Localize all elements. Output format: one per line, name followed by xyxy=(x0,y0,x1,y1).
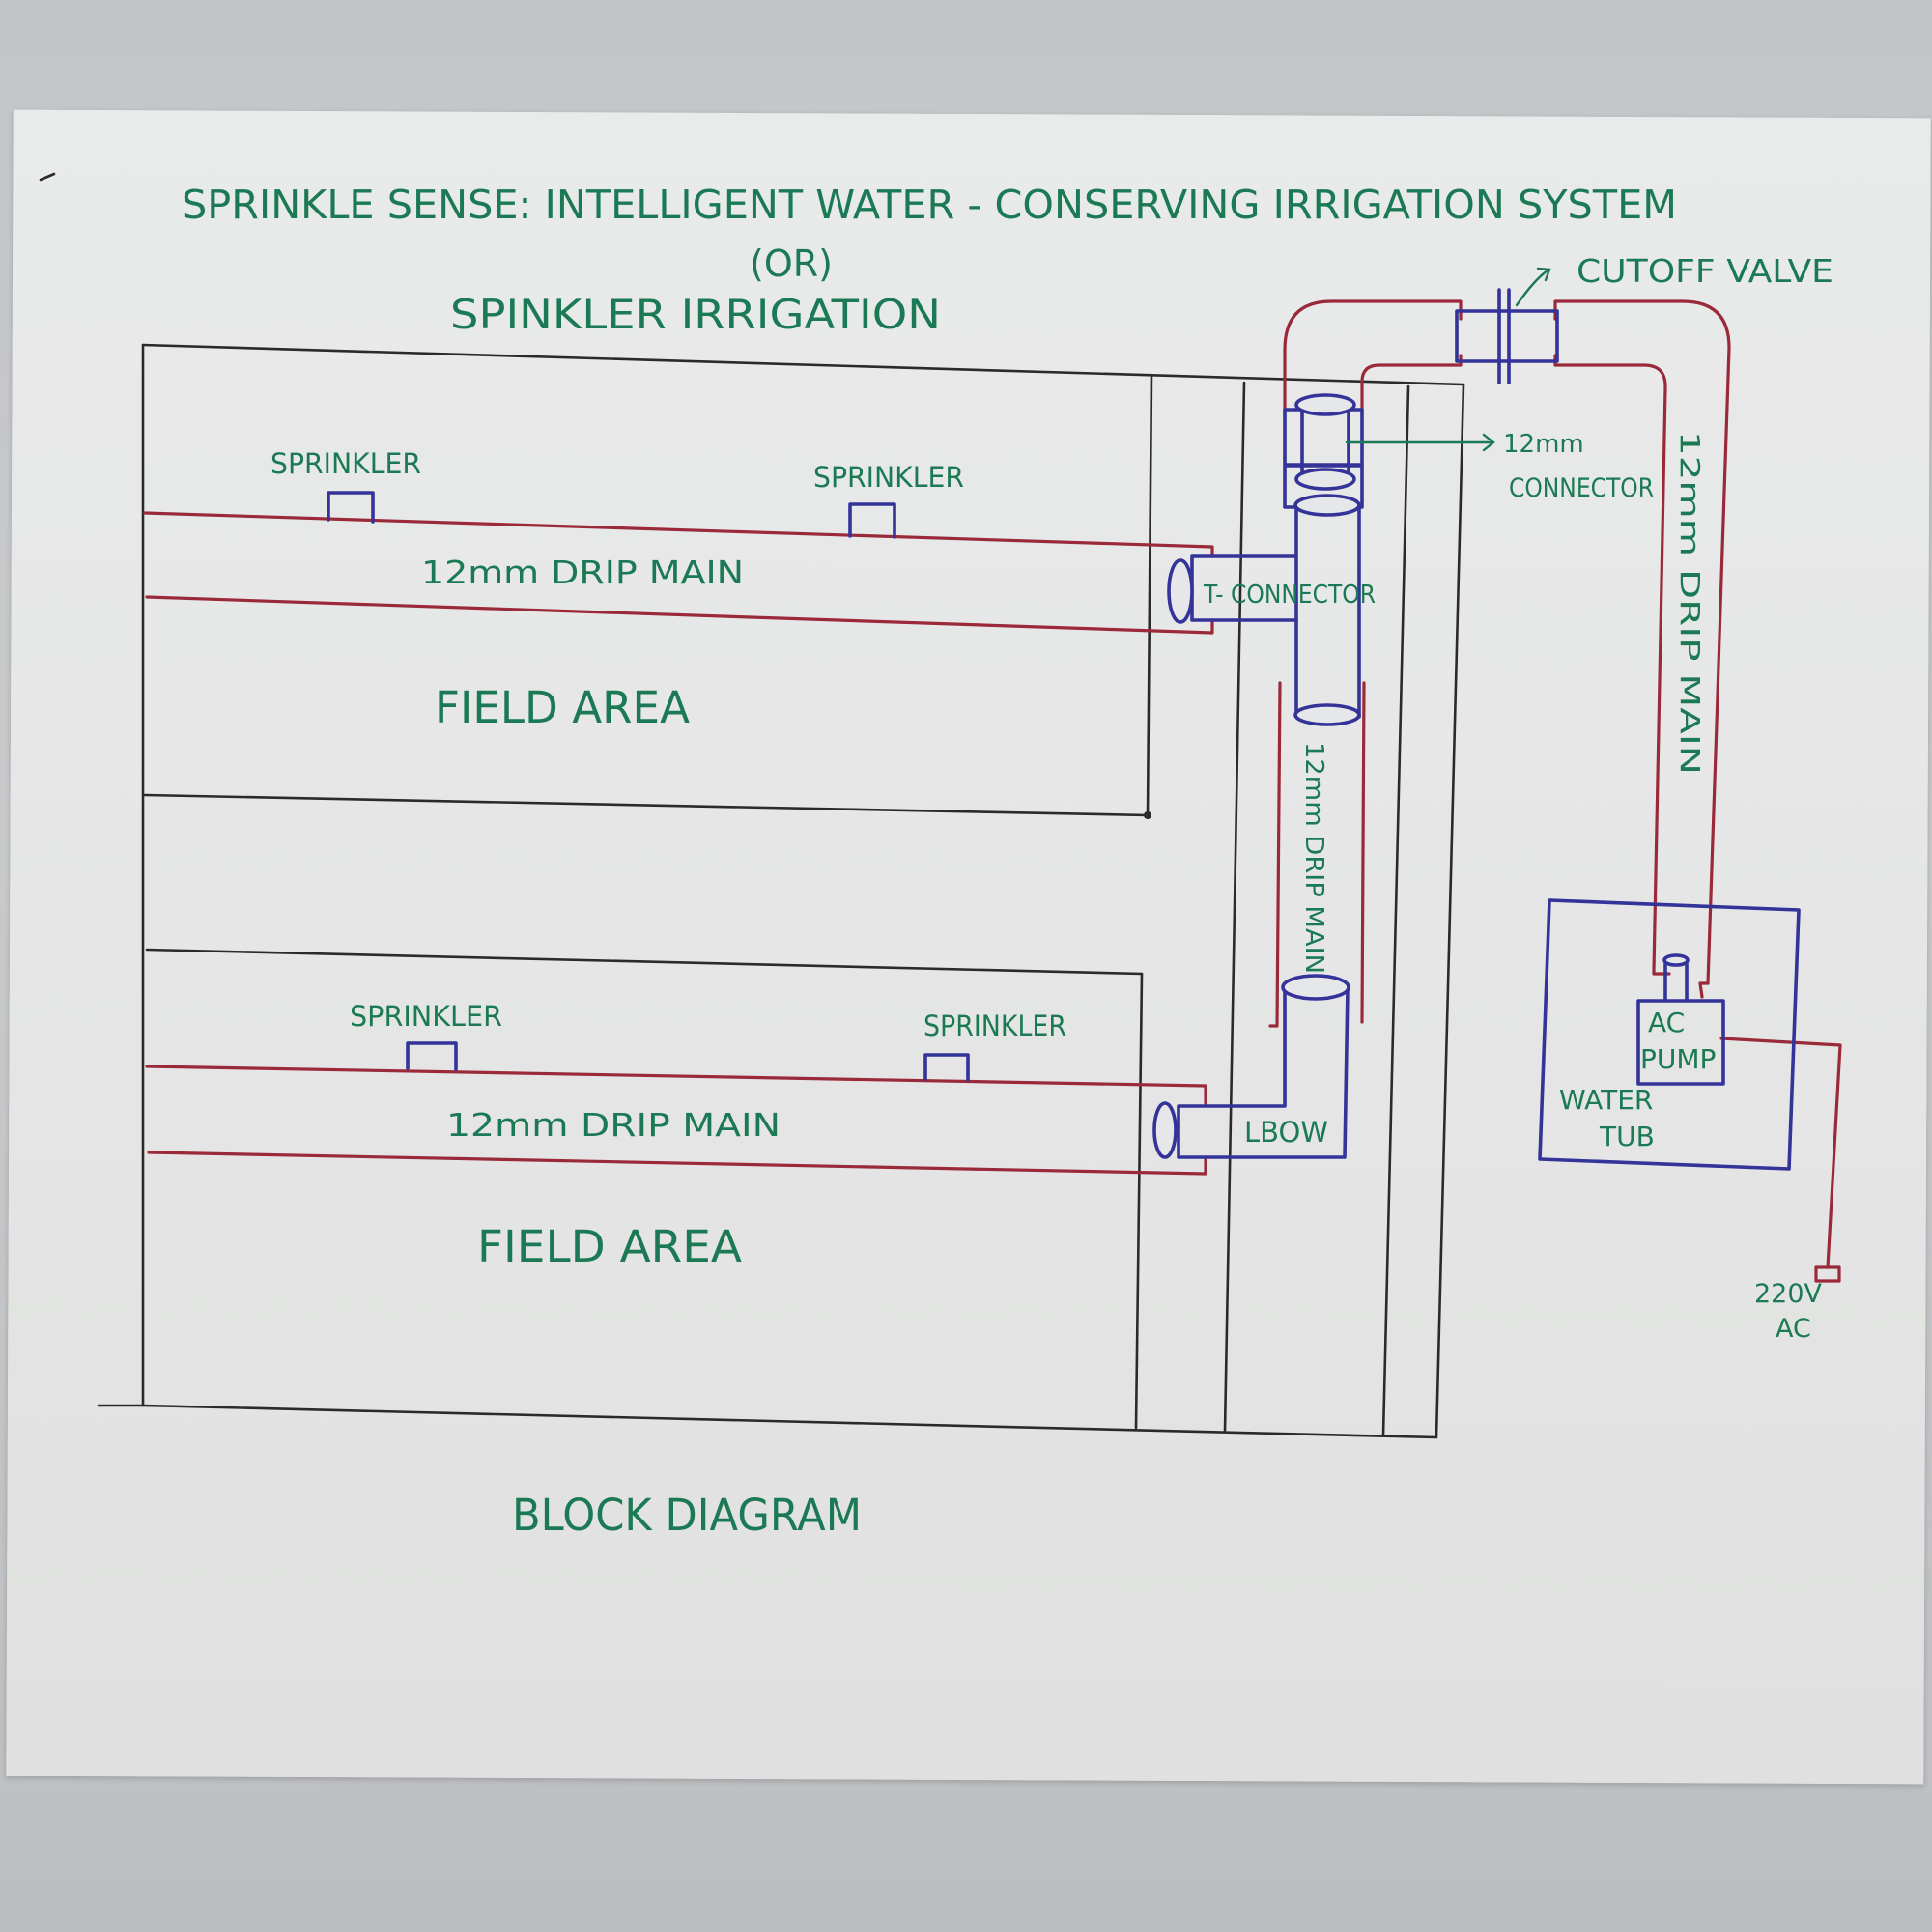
fittings xyxy=(1152,288,1801,1171)
elbow-body xyxy=(1177,985,1350,1159)
connector-label: CONNECTOR xyxy=(1509,473,1654,503)
outer-bottom-border xyxy=(97,1404,1438,1439)
field-2-main-top xyxy=(145,1065,1208,1105)
mid-main-left xyxy=(1268,681,1282,1028)
field-1-right-border xyxy=(1146,373,1153,817)
outer-top-border xyxy=(141,343,1465,386)
mid-main-right xyxy=(1360,681,1366,1024)
connector-arrow xyxy=(1345,433,1495,452)
elbow-label: LBOW xyxy=(1244,1116,1328,1149)
connector-mid-opening xyxy=(1294,468,1356,491)
field-1-sprinkler-left-label: SPRINKLER xyxy=(270,447,421,480)
water-tub-label-line-2: TUB xyxy=(1599,1121,1655,1152)
outer-right-border xyxy=(1435,383,1465,1439)
sprinkler-2 xyxy=(848,502,896,539)
sprinkler-3 xyxy=(406,1041,458,1071)
field-2-top-border xyxy=(145,948,1144,976)
field-2-sprinkler-left-label: SPRINKLER xyxy=(350,1000,502,1033)
field-2-main-bottom xyxy=(147,1151,1208,1176)
sprinklers xyxy=(327,491,970,1082)
water-tub-label-line-1: WATER xyxy=(1559,1084,1653,1116)
t-connector-bottom-opening xyxy=(1293,703,1361,726)
channel-line-2 xyxy=(1381,384,1410,1437)
pump-inlet-right xyxy=(1698,981,1710,999)
title-line-1: SPRINKLE SENSE: INTELLIGENT WATER - CONS… xyxy=(182,182,1677,228)
cutoff-valve-arrow xyxy=(1515,267,1551,307)
field-1-sprinkler-right-label: SPRINKLER xyxy=(813,461,964,494)
field-1-bottom-border xyxy=(143,793,1150,817)
power-plug xyxy=(1814,1265,1841,1283)
stray-pen-mark xyxy=(39,172,56,182)
elbow-top-opening xyxy=(1281,974,1350,1001)
elbow-side-opening xyxy=(1152,1101,1178,1159)
field-2-area-label: FIELD AREA xyxy=(477,1221,742,1272)
valve-pipe-left-outer xyxy=(1283,299,1463,412)
title-line-3: SPINKLER IRRIGATION xyxy=(450,291,941,338)
connector-top-opening xyxy=(1294,393,1356,416)
connector-size-label: 12mm xyxy=(1503,430,1584,459)
pump-outlet xyxy=(1663,962,1689,1003)
valve-pipe-left-inner xyxy=(1360,354,1463,412)
t-connector-label: T- CONNECTOR xyxy=(1203,581,1376,610)
mid-drip-main-label: 12mm DRIP MAIN xyxy=(1299,742,1328,974)
ac-pump xyxy=(1636,999,1725,1086)
t-connector-top-opening xyxy=(1293,494,1361,517)
power-label-line-2: AC xyxy=(1776,1314,1811,1344)
t-connector-side-opening xyxy=(1167,558,1194,624)
t-connector-stem xyxy=(1294,504,1361,719)
field-2-right-border xyxy=(1134,972,1144,1430)
power-label-line-1: 220V xyxy=(1754,1279,1823,1309)
labels: CUTOFF VALVE 12mm CONNECTOR T- CONNECTOR… xyxy=(270,252,1833,1541)
water-tub xyxy=(1538,898,1801,1171)
connector-body xyxy=(1300,406,1350,483)
valve-pipe-right-outer xyxy=(1553,299,1731,985)
channel-line-1 xyxy=(1223,381,1246,1434)
title-line-2: (OR) xyxy=(750,242,833,285)
sprinkler-1 xyxy=(327,491,375,524)
field-1-main-top xyxy=(143,511,1214,558)
ac-pump-label-line-1: AC xyxy=(1648,1007,1685,1038)
connector-collar-top xyxy=(1283,408,1364,467)
field-1-drip-main-label: 12mm DRIP MAIN xyxy=(421,554,744,591)
power-cable xyxy=(1719,1037,1842,1269)
cutoff-valve-label: CUTOFF VALVE xyxy=(1577,252,1833,290)
sprinkler-4 xyxy=(923,1053,970,1082)
field-1-area-label: FIELD AREA xyxy=(435,682,690,733)
cutoff-valve-body xyxy=(1455,309,1559,363)
field-1-main-bottom xyxy=(145,595,1214,635)
field-2-sprinkler-right-label: SPRINKLER xyxy=(923,1009,1066,1042)
ac-pump-label-line-2: PUMP xyxy=(1640,1043,1716,1075)
t-connector-body xyxy=(1190,504,1298,622)
field-outlines xyxy=(97,343,1465,1439)
pump-outlet-opening xyxy=(1662,953,1690,967)
field-1-corner-dot xyxy=(1144,811,1151,819)
valve-pipe-right-inner xyxy=(1553,354,1667,973)
right-drip-main-label: 12mm DRIP MAIN xyxy=(1674,431,1706,775)
cutoff-valve-stem xyxy=(1497,288,1511,384)
annotation-arrows xyxy=(1345,267,1551,452)
drip-pipes xyxy=(143,299,1842,1283)
footer-block-diagram: BLOCK DIAGRAM xyxy=(512,1490,862,1541)
field-2-drip-main-label: 12mm DRIP MAIN xyxy=(446,1106,781,1144)
